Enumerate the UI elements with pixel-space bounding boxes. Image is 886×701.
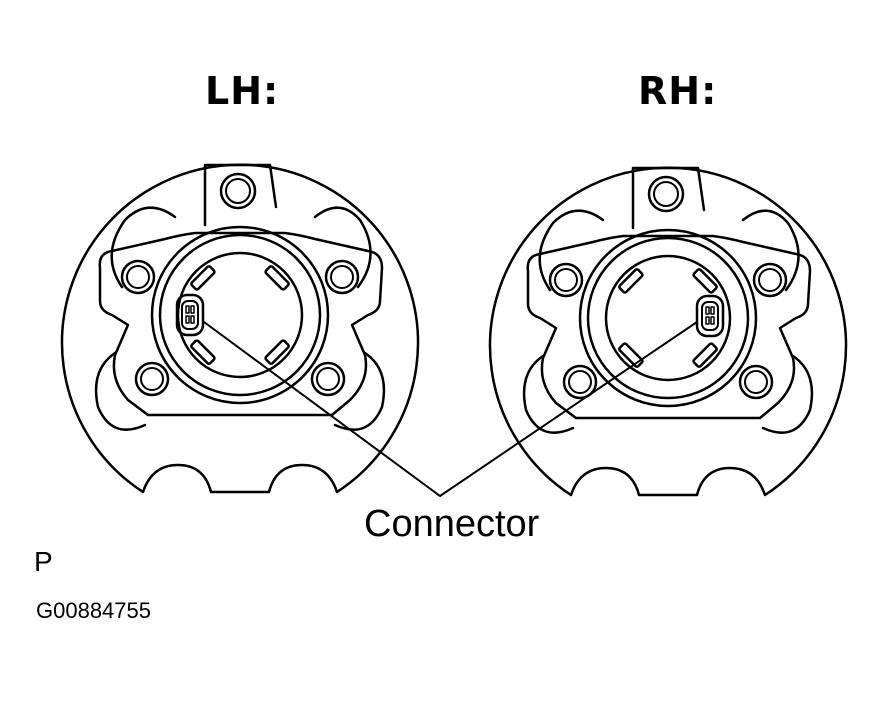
- left-hub-assembly: [60, 163, 420, 494]
- left-connector-plug: [175, 293, 205, 337]
- right-hub-assembly: [488, 166, 848, 497]
- view-code-label: P: [34, 546, 53, 577]
- right-connector-plug: [695, 294, 725, 338]
- left-hub-title: LH:: [205, 69, 280, 113]
- figure-id-label: G00884755: [36, 598, 151, 623]
- leader-line-right: [439, 321, 698, 497]
- leader-line-left: [203, 321, 441, 497]
- connector-callout-label: Connector: [364, 503, 540, 545]
- right-hub-title: RH:: [638, 69, 718, 113]
